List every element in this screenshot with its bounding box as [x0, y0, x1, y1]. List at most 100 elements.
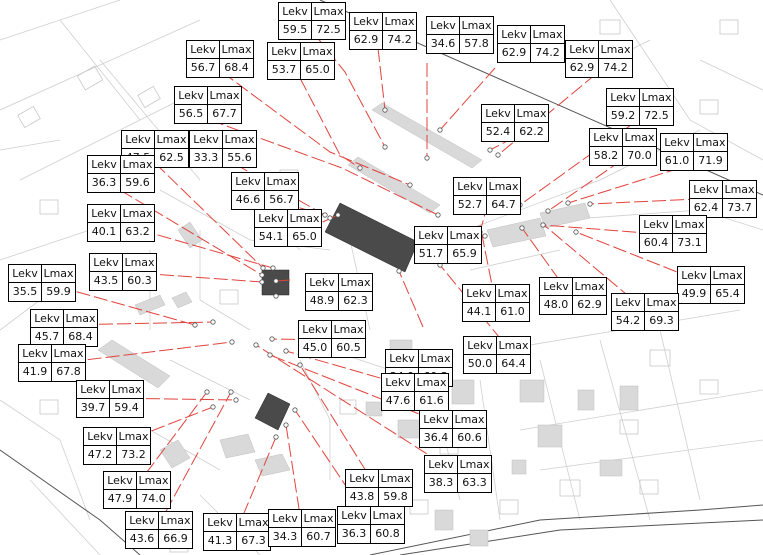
- lekv-value: 51.7: [415, 245, 448, 263]
- label-header-lmax: Lmax: [117, 428, 150, 446]
- label-header-lmax: Lmax: [121, 156, 154, 174]
- lmax-value: 65.4: [715, 287, 740, 300]
- lmax-value: 68.4: [68, 330, 93, 343]
- label-header-lmax: Lmax: [599, 41, 632, 59]
- lmax-value: 63.2: [125, 225, 150, 238]
- lmax-value: 59.4: [114, 401, 139, 414]
- lekv-value: 43.5: [90, 272, 123, 290]
- lmax-value: 63.3: [462, 476, 487, 489]
- lmax-value: 72.5: [644, 109, 669, 122]
- lekv-value: 52.7: [454, 196, 487, 214]
- label-header-lmax: Lmax: [155, 131, 188, 149]
- label-header-lmax: Lmax: [694, 134, 727, 152]
- label-header-lmax: Lmax: [371, 507, 404, 525]
- lekv-value: 62.9: [350, 31, 383, 49]
- lmax-value: 62.5: [159, 151, 184, 164]
- lekv-value: 45.7: [31, 328, 64, 346]
- lmax-value: 60.6: [457, 431, 482, 444]
- lekv-value: 46.6: [232, 191, 265, 209]
- lekv-value: 54.2: [612, 312, 645, 330]
- label-header-lmax: Lmax: [220, 41, 253, 59]
- label-header-lmax: Lmax: [515, 105, 548, 123]
- lekv-value: 56.5: [175, 105, 208, 123]
- label-header-lmax: Lmax: [52, 345, 85, 363]
- label-header-lmax: Lmax: [301, 43, 334, 61]
- lekv-value: 33.3: [190, 149, 223, 167]
- label-header-lekv: Lekv: [255, 210, 288, 228]
- label-header-lekv: Lekv: [175, 87, 208, 105]
- lmax-value: 60.3: [127, 274, 152, 287]
- lekv-value: 59.5: [279, 21, 312, 39]
- lekv-value: 61.0: [661, 152, 694, 170]
- label-header-lekv: Lekv: [204, 514, 237, 532]
- label-header-lmax: Lmax: [312, 3, 345, 21]
- lmax-value: 74.2: [535, 46, 560, 59]
- lmax-value: 69.3: [649, 314, 674, 327]
- lekv-value: 35.5: [9, 283, 42, 301]
- lmax-value: 68.4: [224, 61, 249, 74]
- lekv-value: 48.0: [540, 296, 573, 314]
- label-header-lmax: Lmax: [332, 321, 365, 339]
- label-header-lekv: Lekv: [540, 278, 573, 296]
- label-header-lmax: Lmax: [137, 472, 170, 490]
- label-header-lekv: Lekv: [269, 510, 302, 528]
- label-header-lmax: Lmax: [711, 267, 744, 285]
- label-header-lmax: Lmax: [487, 178, 520, 196]
- label-header-lekv: Lekv: [464, 337, 497, 355]
- label-header-lekv: Lekv: [9, 265, 42, 283]
- lmax-value: 70.0: [627, 149, 652, 162]
- lmax-value: 60.7: [306, 530, 331, 543]
- label-header-lekv: Lekv: [350, 13, 383, 31]
- label-header-lmax: Lmax: [496, 285, 529, 303]
- label-header-lekv: Lekv: [463, 285, 496, 303]
- label-header-lmax: Lmax: [460, 17, 493, 35]
- label-header-lmax: Lmax: [339, 274, 372, 292]
- lmax-value: 73.2: [121, 448, 146, 461]
- lekv-value: 39.7: [77, 399, 110, 417]
- label-header-lmax: Lmax: [448, 227, 481, 245]
- label-header-lmax: Lmax: [419, 350, 452, 368]
- lekv-value: 45.0: [299, 339, 332, 357]
- label-header-lekv: Lekv: [427, 17, 460, 35]
- lekv-value: 43.6: [126, 530, 159, 548]
- lmax-value: 60.8: [375, 527, 400, 540]
- label-header-lmax: Lmax: [288, 210, 321, 228]
- label-header-lekv: Lekv: [498, 26, 531, 44]
- lekv-value: 58.2: [590, 147, 623, 165]
- lmax-value: 71.9: [698, 154, 723, 167]
- label-header-lmax: Lmax: [208, 87, 241, 105]
- lekv-value: 38.3: [425, 474, 458, 492]
- lmax-value: 65.0: [305, 63, 330, 76]
- lmax-value: 67.3: [241, 534, 266, 547]
- lmax-value: 65.0: [292, 230, 317, 243]
- lekv-value: 50.0: [464, 355, 497, 373]
- lekv-value: 43.8: [346, 488, 379, 506]
- lmax-value: 67.7: [212, 107, 237, 120]
- lekv-value: 49.9: [678, 285, 711, 303]
- label-header-lekv: Lekv: [122, 131, 155, 149]
